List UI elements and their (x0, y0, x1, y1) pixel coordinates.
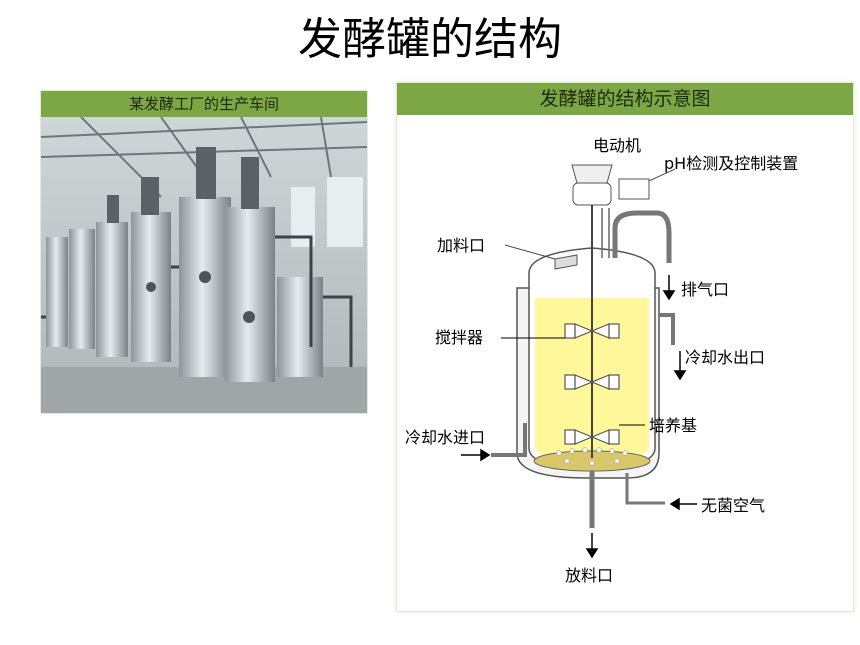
motor-label: 电动机 (593, 136, 641, 155)
factory-photo-caption: 某发酵工厂的生产车间 (41, 91, 367, 117)
fermenter-diagram-panel: 电动机 pH检测及控制装置 加料口 排气口 搅拌器 冷却水出口 培养基 冷却水进… (396, 82, 854, 612)
exhaust-label: 排气口 (681, 280, 729, 299)
coolant-in-arrow-icon (480, 448, 491, 462)
exhaust-pipe (612, 210, 672, 263)
stirrer-label: 搅拌器 (435, 328, 483, 347)
motor-icon (571, 164, 613, 184)
coolant-out-arrow-icon (673, 370, 687, 381)
ph-label: pH检测及控制装置 (664, 154, 798, 173)
sterile-air-label: 无菌空气 (701, 496, 765, 515)
fermenter-diagram: 电动机 pH检测及控制装置 加料口 排气口 搅拌器 冷却水出口 培养基 冷却水进… (405, 136, 798, 585)
page-title: 发酵罐的结构 (298, 14, 562, 65)
coolant-out-label: 冷却水出口 (685, 348, 765, 367)
air-arrow-icon (669, 497, 680, 511)
coolant-inlet-pipe (491, 423, 527, 457)
coolant-outlet-pipe (659, 313, 675, 345)
factory-photo (41, 117, 367, 413)
discharge-label: 放料口 (565, 566, 613, 585)
air-inlet-pipe (625, 473, 665, 505)
medium-label: 培养基 (649, 416, 697, 435)
exhaust-arrow-icon (662, 290, 676, 301)
coolant-in-label: 冷却水进口 (405, 428, 485, 447)
impeller-blades (564, 323, 620, 445)
feed-label: 加料口 (437, 236, 485, 255)
motor-housing (572, 182, 612, 206)
fermenter-diagram-caption: 发酵罐的结构示意图 (397, 83, 853, 115)
factory-photo-panel: 某发酵工厂的生产车间 (40, 90, 368, 414)
discharge-arrow-icon (585, 548, 599, 559)
ph-control-box (618, 178, 650, 200)
feed-port (554, 254, 578, 270)
